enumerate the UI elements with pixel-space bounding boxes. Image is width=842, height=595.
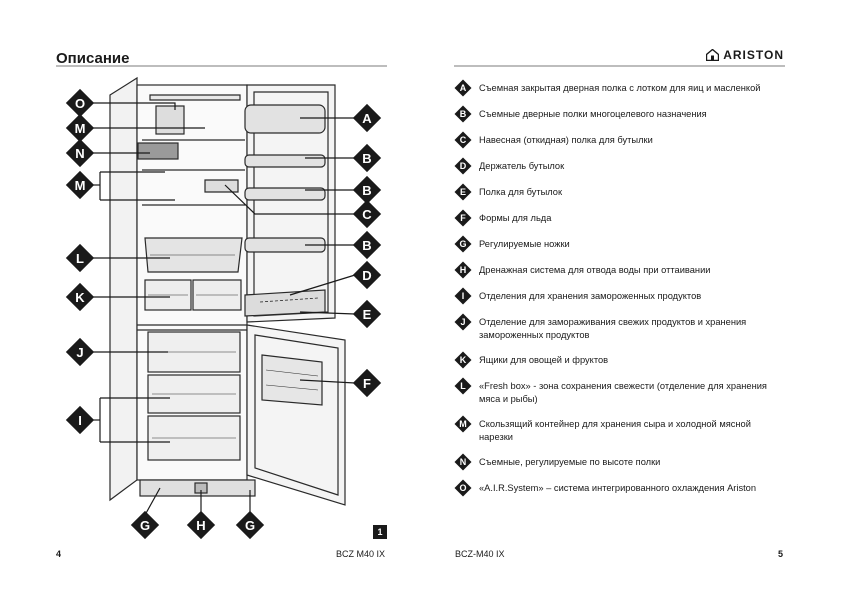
svg-text:G: G bbox=[140, 518, 150, 533]
header-rule-left bbox=[56, 65, 387, 67]
svg-text:J: J bbox=[76, 345, 83, 360]
legend-item: B Съемные дверные полки многоцелевого на… bbox=[455, 106, 785, 132]
callout-g-left: G bbox=[130, 510, 160, 540]
legend-marker: A bbox=[455, 80, 471, 96]
house-icon bbox=[706, 49, 720, 61]
svg-text:O: O bbox=[75, 96, 85, 111]
callout-j: J bbox=[65, 337, 95, 367]
legend-marker: C bbox=[455, 132, 471, 148]
svg-text:D: D bbox=[362, 268, 371, 283]
legend-item: L «Fresh box» - зона сохранения свежести… bbox=[455, 378, 785, 416]
figure-number: 1 bbox=[373, 525, 387, 539]
callout-e: E bbox=[352, 299, 382, 329]
legend-item: E Полка для бутылок bbox=[455, 184, 785, 210]
page-number-left: 4 bbox=[56, 549, 62, 559]
legend-item: C Навесная (откидная) полка для бутылки bbox=[455, 132, 785, 158]
svg-text:M: M bbox=[75, 121, 86, 136]
svg-text:I: I bbox=[78, 413, 82, 428]
callout-d: D bbox=[352, 260, 382, 290]
legend-item: O «A.I.R.System» – система интегрированн… bbox=[455, 480, 785, 506]
legend-marker: D bbox=[455, 158, 471, 174]
legend-marker: I bbox=[455, 288, 471, 304]
callout-o: O bbox=[65, 88, 95, 118]
callout-a: A bbox=[352, 103, 382, 133]
legend-item: G Регулируемые ножки bbox=[455, 236, 785, 262]
callout-l: L bbox=[65, 243, 95, 273]
callout-n: N bbox=[65, 138, 95, 168]
svg-text:B: B bbox=[362, 183, 371, 198]
legend-marker: B bbox=[455, 106, 471, 122]
callout-b-3: B bbox=[352, 230, 382, 260]
legend-marker: H bbox=[455, 262, 471, 278]
legend-marker: E bbox=[455, 184, 471, 200]
callout-m-top: M bbox=[65, 113, 95, 143]
legend-item: A Съемная закрытая дверная полка с лотко… bbox=[455, 80, 785, 106]
svg-text:A: A bbox=[362, 111, 372, 126]
callout-b-1: B bbox=[352, 143, 382, 173]
legend-marker: L bbox=[455, 378, 471, 394]
model-left: BCZ M40 IX bbox=[336, 549, 386, 559]
callout-k: K bbox=[65, 282, 95, 312]
legend-item: I Отделения для хранения замороженных пр… bbox=[455, 288, 785, 314]
legend-marker: F bbox=[455, 210, 471, 226]
svg-text:G: G bbox=[245, 518, 255, 533]
legend-marker: O bbox=[455, 480, 471, 496]
model-right: BCZ-M40 IX bbox=[455, 549, 505, 559]
svg-text:B: B bbox=[362, 238, 371, 253]
legend-marker: K bbox=[455, 352, 471, 368]
svg-text:N: N bbox=[75, 146, 84, 161]
header-rule-right bbox=[454, 65, 785, 67]
legend-marker: J bbox=[455, 314, 471, 330]
callout-c: C bbox=[352, 199, 382, 229]
svg-text:C: C bbox=[362, 207, 372, 222]
legend-item: J Отделение для замораживания свежих про… bbox=[455, 314, 785, 352]
page-title: Описание bbox=[56, 50, 130, 67]
svg-text:H: H bbox=[196, 518, 205, 533]
callout-i: I bbox=[65, 405, 95, 435]
svg-text:L: L bbox=[76, 251, 84, 266]
legend-marker: N bbox=[455, 454, 471, 470]
legend-marker: G bbox=[455, 236, 471, 252]
svg-text:K: K bbox=[75, 290, 85, 305]
brand-name: ARISTON bbox=[723, 48, 784, 62]
legend-item: N Съемные, регулируемые по высоте полки bbox=[455, 454, 785, 480]
callout-m: M bbox=[65, 170, 95, 200]
legend-item: M Скользящий контейнер для хранения сыра… bbox=[455, 416, 785, 454]
callout-f: F bbox=[352, 368, 382, 398]
legend-item: D Держатель бутылок bbox=[455, 158, 785, 184]
legend-list: A Съемная закрытая дверная полка с лотко… bbox=[455, 80, 785, 506]
legend-item: H Дренажная система для отвода воды при … bbox=[455, 262, 785, 288]
legend-marker: M bbox=[455, 416, 471, 432]
legend-item: K Ящики для овощей и фруктов bbox=[455, 352, 785, 378]
legend-item: F Формы для льда bbox=[455, 210, 785, 236]
svg-text:M: M bbox=[75, 178, 86, 193]
svg-text:F: F bbox=[363, 376, 371, 391]
page-number-right: 5 bbox=[778, 549, 784, 559]
brand-logo: ARISTON bbox=[706, 48, 784, 62]
callout-h: H bbox=[186, 510, 216, 540]
callout-g-right: G bbox=[235, 510, 265, 540]
svg-text:B: B bbox=[362, 151, 371, 166]
svg-text:E: E bbox=[363, 307, 372, 322]
